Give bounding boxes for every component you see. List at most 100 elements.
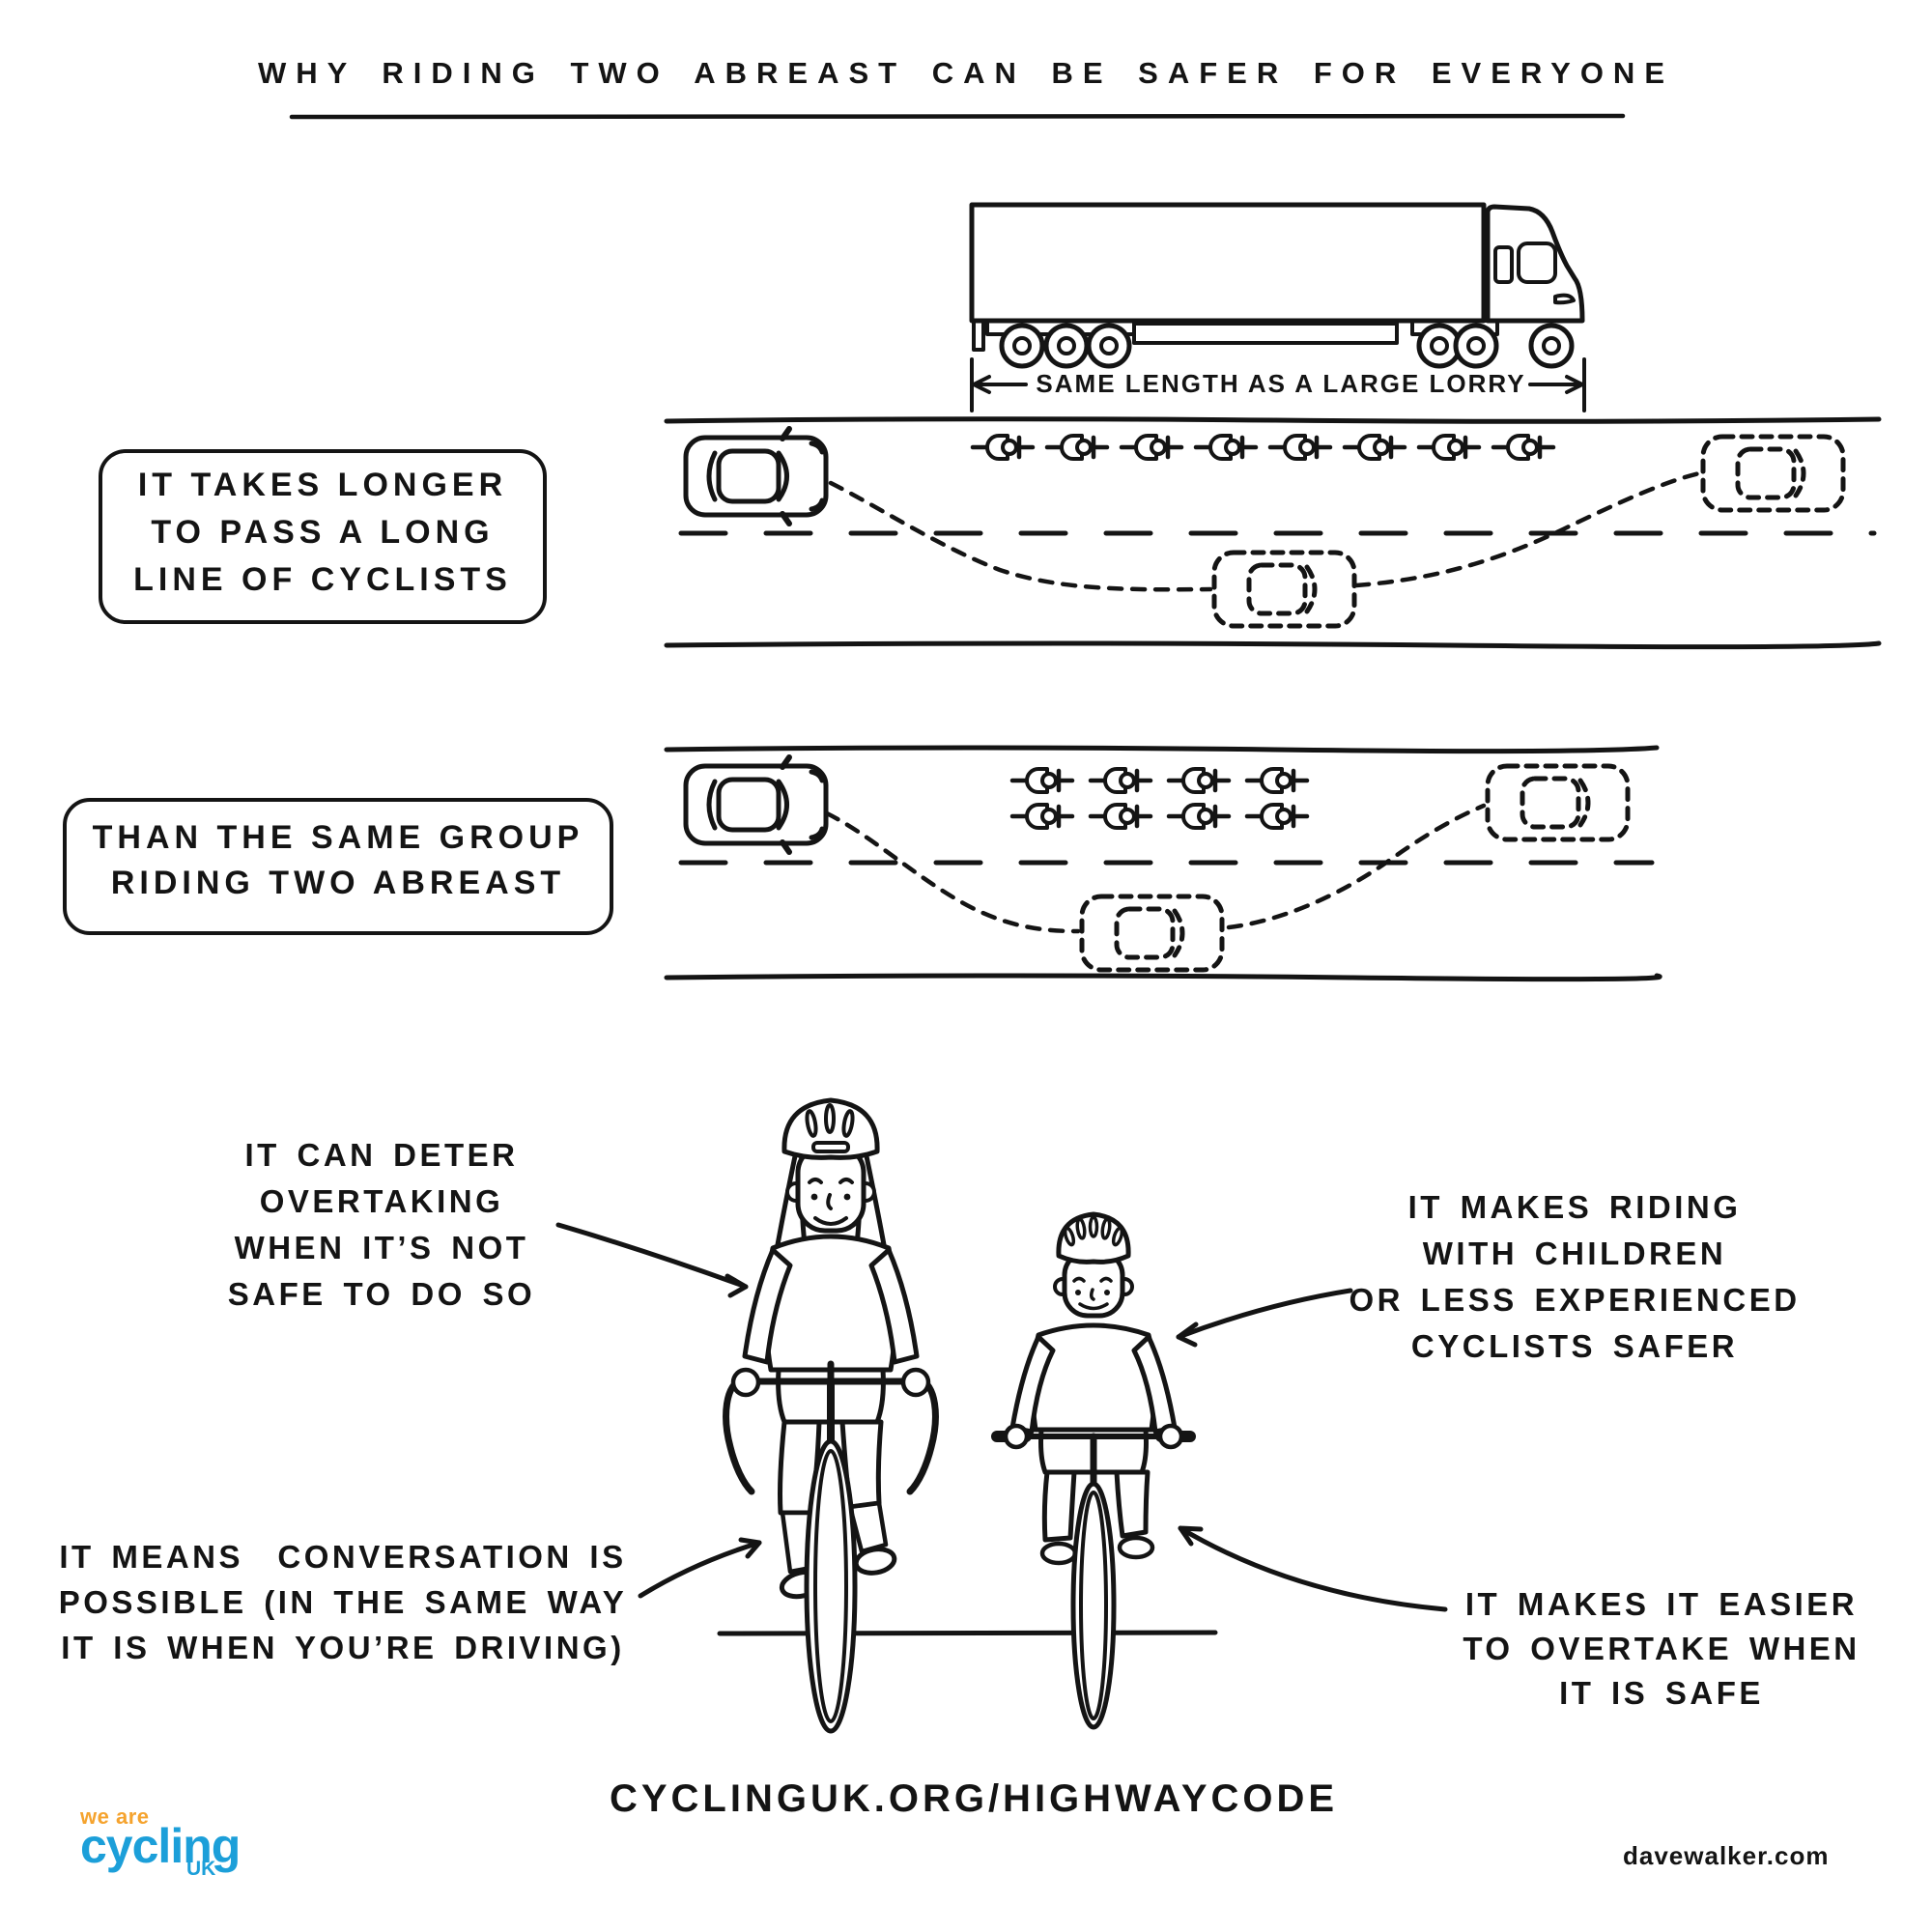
cyclist-group-two-abreast — [1012, 769, 1307, 828]
arm — [1131, 1334, 1178, 1435]
ghost-car-after-pass — [1488, 766, 1628, 839]
road-bike — [723, 1360, 939, 1734]
helmet-vent — [1075, 1217, 1087, 1240]
scene-single-file — [664, 416, 1882, 650]
logo-uk: UK — [186, 1858, 216, 1880]
ghost-car-oncoming — [1214, 553, 1354, 626]
callout-line: IT CAN DETER — [244, 1137, 519, 1173]
arrow-children — [1176, 1288, 1353, 1348]
helmet-vent — [841, 1109, 855, 1138]
arrow-overtake — [1178, 1525, 1448, 1612]
cyclist-line-single-file — [973, 436, 1553, 459]
lorry-dimension-label: SAME LENGTH AS A LARGE LORRY — [1036, 369, 1526, 398]
logo-we-are: we are — [80, 1804, 150, 1829]
page-title: WHY RIDING TWO ABREAST CAN BE SAFER FOR … — [257, 56, 1674, 90]
car-top-view — [686, 429, 826, 524]
caption-line: TO PASS A LONG — [151, 514, 495, 551]
callout-line: WHEN IT’S NOT — [234, 1230, 529, 1265]
arm — [868, 1247, 920, 1365]
helmet-front-vent — [811, 1141, 850, 1153]
eyebrow — [838, 1178, 854, 1184]
overtake-path — [1226, 803, 1487, 930]
handlebar-drop — [723, 1375, 755, 1495]
caption-single-file: IT TAKES LONGER TO PASS A LONG LINE OF C… — [99, 449, 547, 624]
nose — [826, 1193, 833, 1210]
callout-line: CYCLISTS SAFER — [1410, 1328, 1739, 1364]
torso — [763, 1234, 898, 1373]
eye — [1104, 1290, 1110, 1295]
helmet-vent — [805, 1109, 818, 1138]
leg — [1041, 1469, 1077, 1543]
lorry-cab — [1485, 204, 1585, 324]
overtake-path — [1353, 470, 1702, 588]
cycling-uk-logo: we are cycling UK — [80, 1804, 293, 1880]
callout-easier-overtake: IT MAKES IT EASIER TO OVERTAKE WHEN IT I… — [1430, 1582, 1893, 1716]
callout-conversation: IT MEANS CONVERSATION IS POSSIBLE (IN TH… — [53, 1534, 633, 1670]
arrow-conversation — [638, 1537, 762, 1599]
eye — [810, 1193, 818, 1201]
eye — [1075, 1290, 1081, 1295]
eyebrow — [1099, 1276, 1113, 1283]
caption-line: THAN THE SAME GROUP — [92, 819, 584, 856]
logo-cycling: cycling — [80, 1819, 241, 1873]
overtake-path — [828, 480, 1213, 592]
hand — [730, 1367, 761, 1398]
callout-line: IT MAKES RIDING — [1407, 1189, 1742, 1225]
car-top-view — [686, 757, 826, 852]
helmet-vent — [1111, 1226, 1124, 1247]
overtake-path — [824, 810, 1081, 934]
callout-deter-overtaking: IT CAN DETER OVERTAKING WHEN IT’S NOT SA… — [193, 1132, 570, 1318]
road-edge-bottom — [664, 640, 1882, 650]
dimension-arrows — [970, 357, 1586, 412]
eye — [843, 1193, 851, 1201]
caption-line: IT TAKES LONGER — [137, 467, 508, 503]
caption-two-abreast: THAN THE SAME GROUP RIDING TWO ABREAST — [63, 798, 613, 935]
hand — [1003, 1423, 1030, 1450]
callout-line: SAFE TO DO SO — [227, 1276, 536, 1312]
callout-line: TO OVERTAKE WHEN — [1463, 1631, 1861, 1666]
title-underline — [289, 113, 1626, 120]
eyebrow — [808, 1178, 823, 1184]
child-cyclist — [991, 1211, 1196, 1730]
hand — [900, 1367, 931, 1398]
arm — [1009, 1334, 1056, 1435]
shoe — [1039, 1541, 1078, 1566]
callout-line: IT MAKES IT EASIER — [1464, 1586, 1859, 1622]
nose — [1089, 1288, 1095, 1301]
callout-line: IT MEANS CONVERSATION IS — [59, 1539, 627, 1575]
scene-two-abreast — [664, 745, 1662, 982]
callout-line: IT IS SAFE — [1559, 1675, 1764, 1711]
ghost-car-oncoming — [1082, 896, 1222, 970]
arrow-deter — [555, 1222, 749, 1298]
mouth — [813, 1216, 848, 1226]
callout-line: IT IS WHEN YOU’RE DRIVING) — [61, 1630, 625, 1665]
lorry-illustration — [969, 202, 1586, 412]
child-bike — [991, 1423, 1196, 1730]
callout-riding-with-children: IT MAKES RIDING WITH CHILDREN OR LESS EX… — [1348, 1184, 1802, 1370]
callout-line: WITH CHILDREN — [1422, 1236, 1727, 1271]
road-edge-top — [664, 745, 1660, 754]
road-edge-top — [664, 416, 1882, 424]
arm — [742, 1247, 793, 1365]
leg — [847, 1500, 889, 1554]
callout-line: POSSIBLE (IN THE SAME WAY — [58, 1584, 628, 1620]
ground-line — [717, 1630, 1218, 1636]
ghost-car-after-pass — [1703, 437, 1843, 510]
eyebrow — [1072, 1276, 1086, 1283]
handlebar-drop — [906, 1375, 939, 1495]
lorry-wheels — [999, 323, 1575, 369]
artist-credit: davewalker.com — [1623, 1841, 1830, 1870]
campaign-url: CYCLINGUK.ORG/HIGHWAYCODE — [609, 1777, 1339, 1820]
caption-line: LINE OF CYCLISTS — [133, 561, 512, 598]
leg — [1114, 1469, 1151, 1539]
wheel-rim — [813, 1449, 848, 1723]
hand — [1157, 1423, 1184, 1450]
helmet-vent — [824, 1103, 836, 1134]
shoe — [1117, 1535, 1155, 1560]
callout-line: OVERTAKING — [259, 1183, 504, 1219]
caption-line: RIDING TWO ABREAST — [110, 865, 566, 901]
helmet-vent — [1100, 1217, 1112, 1240]
adult-cyclist — [723, 1097, 939, 1734]
